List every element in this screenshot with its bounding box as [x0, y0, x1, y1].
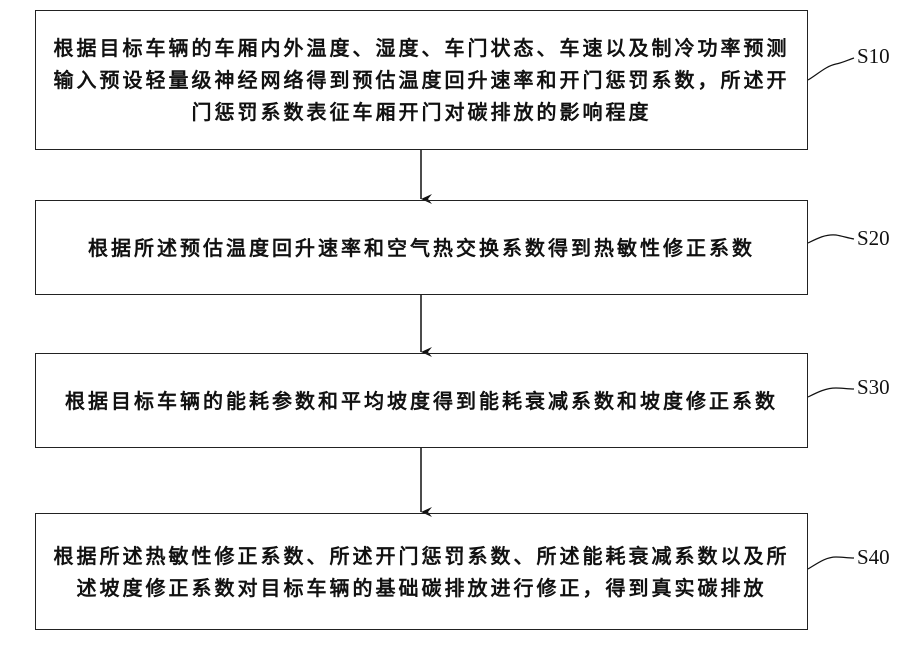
- step-label-s20: S20: [857, 226, 890, 251]
- step-box-s40: 根据所述热敏性修正系数、所述开门惩罚系数、所述能耗衰减系数以及所述坡度修正系数对…: [35, 513, 808, 630]
- leader-line-s20: [808, 235, 854, 243]
- step-box-s30: 根据目标车辆的能耗参数和平均坡度得到能耗衰减系数和坡度修正系数: [35, 353, 808, 448]
- step-box-s10: 根据目标车辆的车厢内外温度、湿度、车门状态、车速以及制冷功率预测输入预设轻量级神…: [35, 10, 808, 150]
- step-text-s10: 根据目标车辆的车厢内外温度、湿度、车门状态、车速以及制冷功率预测输入预设轻量级神…: [46, 32, 797, 128]
- leader-line-s10: [808, 58, 854, 80]
- leader-line-s40: [808, 557, 854, 569]
- step-text-s40: 根据所述热敏性修正系数、所述开门惩罚系数、所述能耗衰减系数以及所述坡度修正系数对…: [46, 540, 797, 604]
- leader-line-s30: [808, 388, 854, 397]
- step-label-s40: S40: [857, 545, 890, 570]
- step-box-s20: 根据所述预估温度回升速率和空气热交换系数得到热敏性修正系数: [35, 200, 808, 295]
- step-text-s30: 根据目标车辆的能耗参数和平均坡度得到能耗衰减系数和坡度修正系数: [65, 385, 778, 417]
- step-text-s20: 根据所述预估温度回升速率和空气热交换系数得到热敏性修正系数: [88, 232, 755, 264]
- step-label-s10: S10: [857, 44, 890, 69]
- step-label-s30: S30: [857, 375, 890, 400]
